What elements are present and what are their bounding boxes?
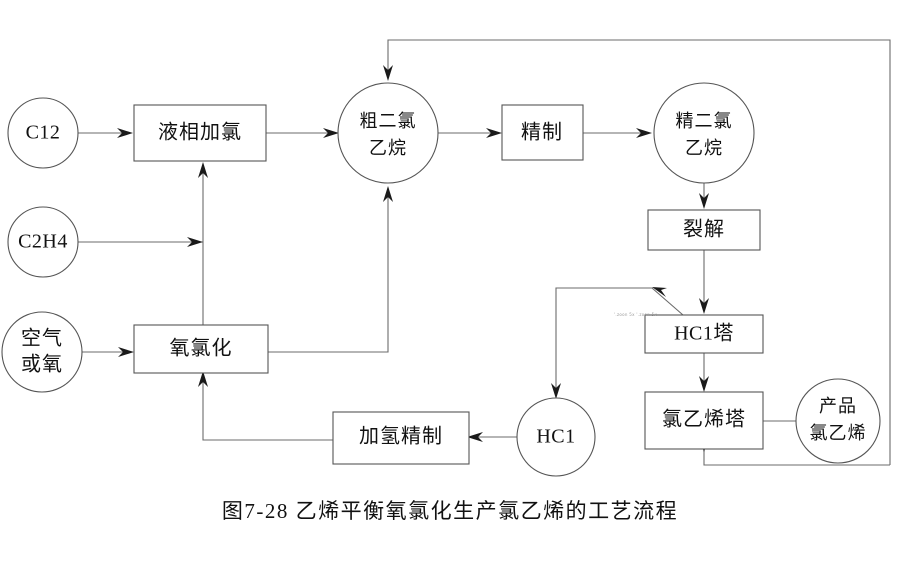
node-air-feed[interactable] [1,311,83,393]
arrow-hcl-column-to-vcm-column [699,376,709,392]
node-cracking-label: 裂解 [683,218,725,241]
arrow-to-hcl-node [551,383,561,399]
node-product-vcm[interactable] [795,378,881,464]
node-refining[interactable] [501,104,584,161]
node-oxychlorination-label: 氧氯化 [170,337,233,360]
node-air-feed-label-line1: 空气 [21,327,63,350]
node-c2h4-feed-label: C2H4 [18,231,68,253]
scan-artifact-text: '.zoon 5x '.zoon 5x [614,312,657,317]
arrow-air-to-oxychlorination [118,347,134,357]
arrow-hcl-node-to-hydro-refining [467,432,483,442]
node-liquid-chlorination[interactable] [133,104,267,162]
node-pure-dce-label-line1: 精二氯 [676,111,733,131]
node-cl2-feed-label: C12 [26,122,61,144]
arrow-refining-to-pure-dce [636,128,652,138]
line-top-recycle-to-crude-dce [387,39,891,465]
node-crude-dce-label-line2: 乙烷 [369,138,407,158]
arrow-crude-dce-to-refining [486,128,502,138]
node-hcl-label: HC1 [536,426,575,448]
arrow-riser-to-liquid-chlorination [198,162,208,178]
node-hcl-column[interactable] [644,314,764,354]
node-hydro-refining-label: 加氢精制 [359,425,443,448]
node-hcl[interactable] [516,397,596,477]
arrow-c2h4-to-riser [187,237,203,247]
node-refining-label: 精制 [521,121,563,144]
node-oxychlorination[interactable] [133,324,269,374]
arrow-oxychlorination-to-crude-dce [383,186,393,202]
node-product-vcm-label-line2: 氯乙烯 [810,423,867,443]
node-vcm-column[interactable] [644,391,764,450]
node-pure-dce[interactable] [653,82,755,184]
line-hcl-column-to-hcl-node [555,287,684,396]
node-c2h4-feed[interactable] [7,206,79,278]
node-air-feed-label-line2: 或氧 [21,353,63,376]
node-hydro-refining[interactable] [332,411,470,465]
node-crude-dce-label-line1: 粗二氯 [360,111,417,131]
node-crude-dce[interactable] [337,82,439,184]
node-hcl-column-label: HC1塔 [674,322,734,345]
node-cl2-feed[interactable] [7,97,79,169]
node-cracking[interactable] [647,209,761,251]
node-pure-dce-label-line2: 乙烷 [685,138,723,158]
figure-caption: 图7-28 乙烯平衡氧氯化生产氯乙烯的工艺流程 [221,499,679,523]
arrow-cl2-to-liquid-chlorination [117,128,133,138]
arrow-hcl-column-branch [652,287,667,297]
node-product-vcm-label-line1: 产品 [819,396,857,416]
arrow-cracking-to-hcl-column [699,298,709,314]
node-liquid-chlorination-label: 液相加氯 [158,121,242,144]
arrow-liquid-chlorination-to-crude-dce [323,128,339,138]
line-vcm-column-bottom-recycle [703,449,890,466]
node-vcm-column-label: 氯乙烯塔 [662,408,746,431]
line-hydro-refining-to-oxychlorination [202,373,333,441]
arrow-pure-dce-to-cracking [699,193,709,209]
line-oxychlorination-to-crude-dce [268,188,389,353]
arrow-hydro-refining-to-oxychlorination [198,371,208,387]
arrow-top-recycle-to-crude-dce [383,65,393,81]
